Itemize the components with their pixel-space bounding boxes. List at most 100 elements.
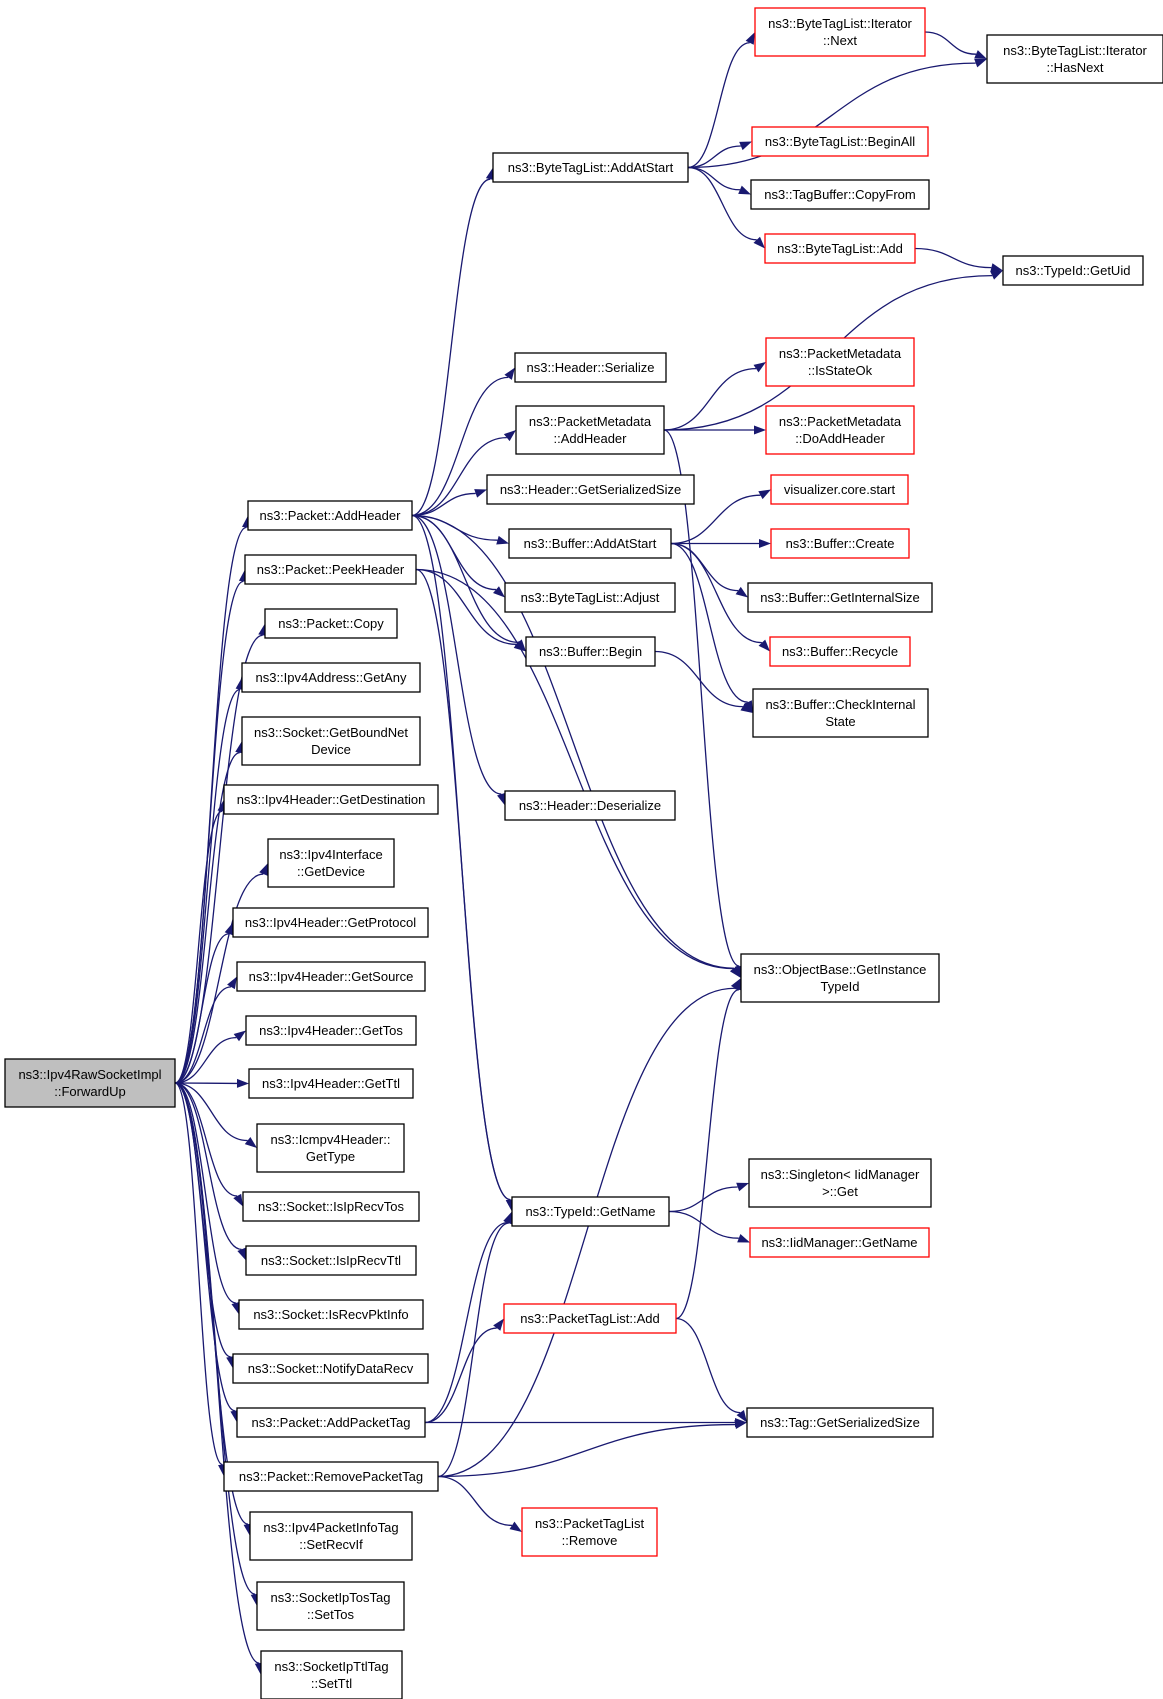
edge-btl_addatstart-to-it_hasnext xyxy=(687,62,976,169)
node-box xyxy=(515,405,665,455)
node-label: ns3::SocketIpTosTag xyxy=(271,1590,391,1605)
node-it_next[interactable]: ns3::ByteTagList::Iterator::Next xyxy=(754,7,926,57)
node-isrecvpktinfo[interactable]: ns3::Socket::IsRecvPktInfo xyxy=(238,1299,424,1330)
arrowhead-pm_addheader-to-pm_isstateok xyxy=(753,362,766,373)
node-label: ns3::ByteTagList::AddAtStart xyxy=(508,160,674,175)
node-buf_recycle[interactable]: ns3::Buffer::Recycle xyxy=(769,636,911,667)
node-buf_begin[interactable]: ns3::Buffer::Begin xyxy=(525,636,656,667)
edge-pm_addheader-to-ob_getinstancetypeid xyxy=(663,429,740,967)
node-btl_add[interactable]: ns3::ByteTagList::Add xyxy=(764,233,916,264)
node-typeid_getuid[interactable]: ns3::TypeId::GetUid xyxy=(1002,255,1144,286)
node-tag_getsersize[interactable]: ns3::Tag::GetSerializedSize xyxy=(746,1407,934,1438)
node-copy[interactable]: ns3::Packet::Copy xyxy=(264,608,398,639)
node-label: ns3::IidManager::GetName xyxy=(761,1235,917,1250)
arrowhead-root-to-ifgetdevice xyxy=(259,863,268,876)
node-ptl_remove[interactable]: ns3::PacketTagList::Remove xyxy=(521,1507,658,1557)
node-hdr_deserialize[interactable]: ns3::Header::Deserialize xyxy=(504,790,676,821)
node-addpackettag[interactable]: ns3::Packet::AddPacketTag xyxy=(236,1407,426,1438)
node-peekheader[interactable]: ns3::Packet::PeekHeader xyxy=(244,554,417,585)
node-hdr_serialize[interactable]: ns3::Header::Serialize xyxy=(514,352,667,383)
edge-buf_addatstart-to-buf_getinternalsize xyxy=(670,542,739,592)
node-addheader[interactable]: ns3::Packet::AddHeader xyxy=(247,500,413,531)
arrowhead-buf_addatstart-to-buf_checkinternal xyxy=(743,700,753,713)
node-tostag[interactable]: ns3::SocketIpTosTag::SetTos xyxy=(256,1581,405,1631)
arrowhead-btl_addatstart-to-it_hasnext xyxy=(974,58,987,68)
node-notifydatarecv[interactable]: ns3::Socket::NotifyDataRecv xyxy=(232,1353,429,1384)
node-box xyxy=(267,838,395,888)
node-buf_create[interactable]: ns3::Buffer::Create xyxy=(770,528,910,559)
node-gettos[interactable]: ns3::Ipv4Header::GetTos xyxy=(245,1015,417,1046)
node-box xyxy=(492,152,689,183)
node-buf_addatstart[interactable]: ns3::Buffer::AddAtStart xyxy=(508,528,672,559)
edge-root-to-isiprecvtos xyxy=(174,1082,238,1197)
edge-buf_begin-to-buf_checkinternal xyxy=(654,650,743,708)
node-getsource[interactable]: ns3::Ipv4Header::GetSource xyxy=(236,961,426,992)
arrowhead-root-to-isrecvpktinfo xyxy=(231,1301,241,1315)
node-singleton_get[interactable]: ns3::Singleton< IidManager>::Get xyxy=(748,1158,932,1208)
edge-root-to-getdest xyxy=(174,810,223,1084)
node-buf_getinternalsize[interactable]: ns3::Buffer::GetInternalSize xyxy=(747,582,933,613)
node-getany[interactable]: ns3::Ipv4Address::GetAny xyxy=(241,662,421,693)
edge-removepackettag-to-ob_getinstancetypeid xyxy=(437,987,735,1478)
node-icmpgettype[interactable]: ns3::Icmpv4Header::GetType xyxy=(256,1123,405,1173)
node-box xyxy=(256,1581,405,1631)
node-label: ::AddHeader xyxy=(554,431,628,446)
arrowhead-pm_addheader-to-typeid_getuid xyxy=(990,270,1003,280)
node-btl_beginall[interactable]: ns3::ByteTagList::BeginAll xyxy=(751,126,929,157)
node-iid_getname[interactable]: ns3::IidManager::GetName xyxy=(749,1227,930,1258)
node-box xyxy=(748,1158,932,1208)
node-ifgetdevice[interactable]: ns3::Ipv4Interface::GetDevice xyxy=(267,838,395,888)
node-it_hasnext[interactable]: ns3::ByteTagList::Iterator::HasNext xyxy=(986,34,1163,84)
node-tb_copyfrom[interactable]: ns3::TagBuffer::CopyFrom xyxy=(750,179,930,210)
node-pm_doaddheader[interactable]: ns3::PacketMetadata::DoAddHeader xyxy=(765,405,915,455)
edge-buf_addatstart-to-buf_recycle xyxy=(670,542,762,644)
edge-root-to-ttltag xyxy=(174,1082,260,1664)
node-isiprecvtos[interactable]: ns3::Socket::IsIpRecvTos xyxy=(242,1191,420,1222)
edge-removepackettag-to-typeid_getname xyxy=(437,1222,509,1478)
node-box xyxy=(238,1299,424,1330)
node-label: ns3::Socket::IsIpRecvTos xyxy=(258,1199,404,1214)
node-getprotocol[interactable]: ns3::Ipv4Header::GetProtocol xyxy=(232,907,429,938)
node-vis_start[interactable]: visualizer.core.start xyxy=(770,474,909,505)
node-hdr_getsersize[interactable]: ns3::Header::GetSerializedSize xyxy=(486,474,695,505)
node-removepackettag[interactable]: ns3::Packet::RemovePacketTag xyxy=(223,1461,439,1492)
edge-root-to-getboundnet xyxy=(174,752,240,1084)
arrowhead-btl_addatstart-to-btl_add xyxy=(753,236,765,249)
node-label: ns3::Ipv4Header::GetTos xyxy=(259,1023,403,1038)
edge-addpackettag-to-ptl_add xyxy=(424,1327,497,1424)
node-label: >::Get xyxy=(822,1184,858,1199)
edge-buf_addatstart-to-buf_checkinternal xyxy=(670,542,748,703)
node-typeid_getname[interactable]: ns3::TypeId::GetName xyxy=(511,1196,670,1227)
node-box xyxy=(503,1303,677,1334)
node-box xyxy=(986,34,1163,84)
node-isiprecvttl[interactable]: ns3::Socket::IsIpRecvTtl xyxy=(245,1245,417,1276)
arrowhead-peekheader-to-ob_getinstancetypeid xyxy=(730,965,741,978)
node-box xyxy=(223,1461,439,1492)
node-ptl_add[interactable]: ns3::PacketTagList::Add xyxy=(503,1303,677,1334)
node-btl_addatstart[interactable]: ns3::ByteTagList::AddAtStart xyxy=(492,152,689,183)
node-btl_adjust[interactable]: ns3::ByteTagList::Adjust xyxy=(504,582,676,613)
node-getdest[interactable]: ns3::Ipv4Header::GetDestination xyxy=(223,784,439,815)
node-ttltag[interactable]: ns3::SocketIpTtlTag::SetTtl xyxy=(260,1650,403,1699)
node-root[interactable]: ns3::Ipv4RawSocketImpl::ForwardUp xyxy=(4,1058,176,1108)
node-pm_addheader[interactable]: ns3::PacketMetadata::AddHeader xyxy=(515,405,665,455)
arrowhead-btl_addatstart-to-btl_beginall xyxy=(739,141,752,151)
node-box xyxy=(248,1068,414,1099)
node-getttl[interactable]: ns3::Ipv4Header::GetTtl xyxy=(248,1068,414,1099)
node-label: ns3::PacketMetadata xyxy=(529,414,652,429)
edge-removepackettag-to-ptl_remove xyxy=(437,1475,512,1527)
node-box xyxy=(223,784,439,815)
node-label: ns3::Packet::RemovePacketTag xyxy=(239,1469,423,1484)
node-label: State xyxy=(825,714,855,729)
node-label: ns3::ByteTagList::BeginAll xyxy=(765,134,915,149)
node-setrecvif[interactable]: ns3::Ipv4PacketInfoTag::SetRecvIf xyxy=(249,1511,413,1561)
node-box xyxy=(1002,255,1144,286)
node-pm_isstateok[interactable]: ns3::PacketMetadata::IsStateOk xyxy=(765,337,915,387)
node-label: ns3::Header::Deserialize xyxy=(519,798,661,813)
edge-peekheader-to-buf_begin xyxy=(415,568,517,645)
edge-ptl_add-to-ob_getinstancetypeid xyxy=(675,989,739,1320)
